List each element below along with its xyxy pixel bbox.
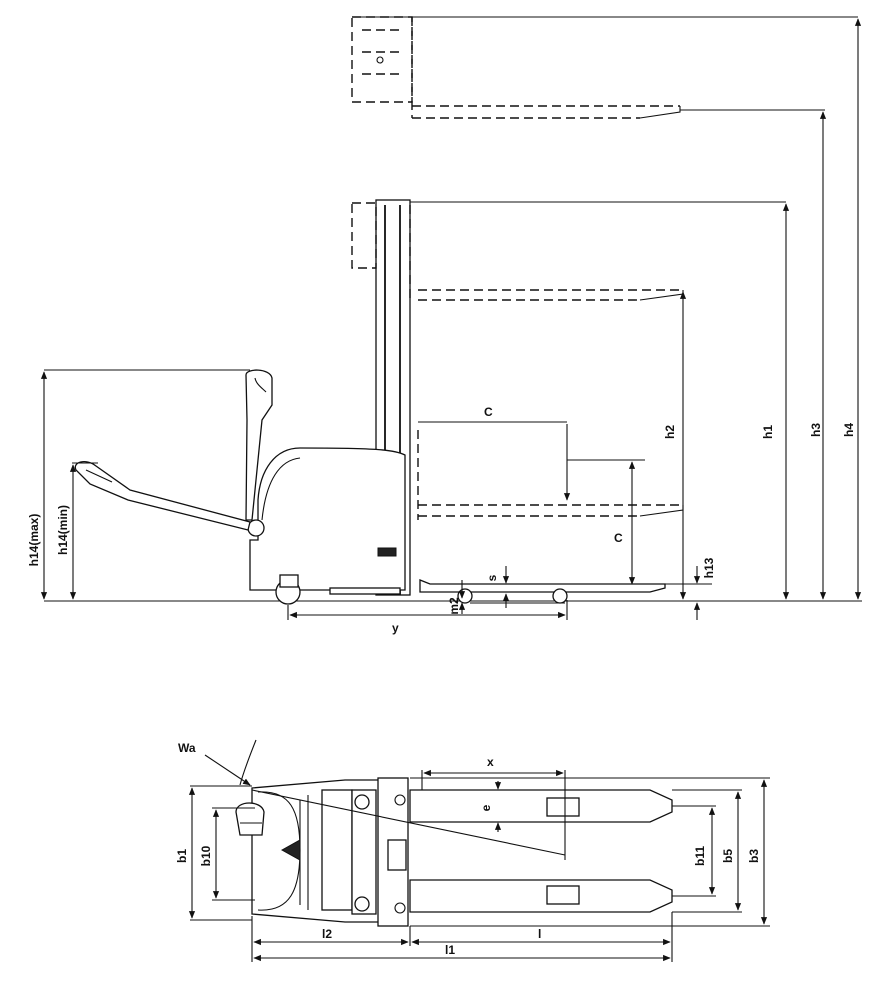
e-label: e	[479, 804, 493, 811]
s-label: s	[485, 574, 499, 581]
wa-indicator	[204, 739, 566, 856]
b1-label: b1	[175, 849, 189, 863]
m2-label: m2	[447, 597, 461, 615]
b10-label: b10	[199, 845, 213, 866]
b11-label: b11	[693, 846, 707, 866]
b3-dimension	[410, 777, 770, 927]
extended-forks	[412, 105, 825, 119]
small-height-dims	[458, 566, 565, 614]
h2-label: h2	[663, 425, 677, 439]
b5-dimension	[672, 789, 742, 913]
c-top-label: C	[484, 405, 493, 419]
wa-label: Wa	[178, 741, 196, 755]
y-dimension	[287, 600, 568, 620]
h1-label: h1	[761, 425, 775, 439]
extended-mast-top	[351, 16, 858, 118]
forks-top	[409, 789, 673, 913]
top-view: Wa x e b1 b10	[175, 739, 770, 962]
side-view: h14(max) h14(min) C C s m2 y	[27, 16, 862, 635]
l2-label: l2	[322, 927, 332, 941]
l-label: l	[538, 927, 541, 941]
l1-label: l1	[445, 943, 455, 957]
c-side-label: C	[614, 531, 623, 545]
x-dimension	[421, 769, 566, 860]
fork-positions	[417, 289, 684, 593]
tiller-upright	[245, 369, 273, 537]
h14-min-label: h14(min)	[56, 505, 70, 555]
length-dimensions	[251, 912, 673, 962]
h3-label: h3	[809, 423, 823, 437]
b11-dimension	[672, 805, 716, 897]
b1-dimension	[188, 785, 252, 921]
x-label: x	[487, 755, 494, 769]
mast	[351, 199, 786, 596]
h4-label: h4	[842, 423, 856, 437]
b10-dimension	[212, 807, 255, 901]
c-dimensions	[563, 424, 645, 585]
truck-body	[249, 447, 568, 605]
h14-max-label: h14(max)	[27, 514, 41, 567]
chassis-top	[251, 777, 409, 927]
h14-dimensions	[40, 369, 250, 600]
b3-label: b3	[747, 849, 761, 863]
h13-label: h13	[702, 557, 716, 578]
b5-label: b5	[721, 849, 735, 863]
tiller-lowered	[74, 460, 251, 531]
y-label: y	[392, 621, 399, 635]
